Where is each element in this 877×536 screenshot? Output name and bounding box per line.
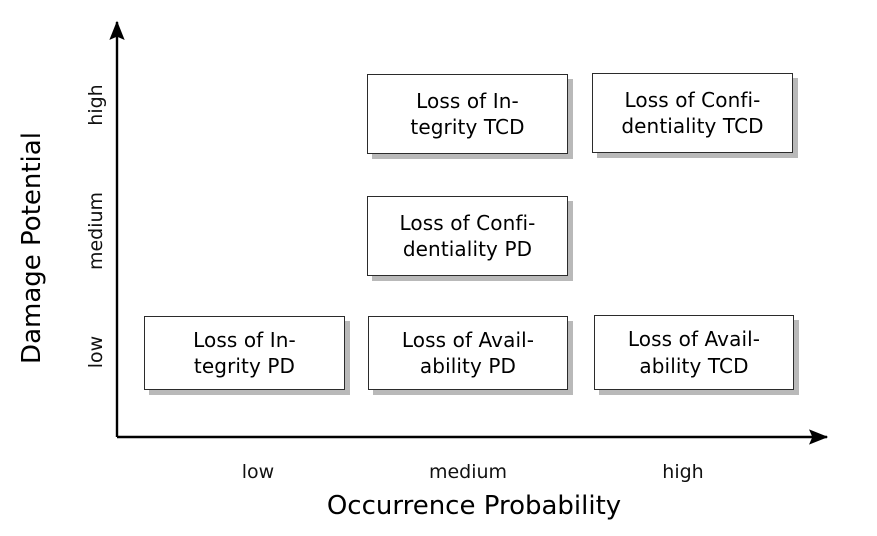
cell-label: Loss of Avail- ability TCD xyxy=(627,327,761,378)
cell-label: Loss of Confi- dentiality PD xyxy=(399,210,536,261)
x-axis-tick-medium: medium xyxy=(428,461,508,483)
cell-label: Loss of In- tegrity PD xyxy=(193,327,296,378)
cell-loss-of-integrity-pd[interactable]: Loss of In- tegrity PD xyxy=(144,316,345,390)
cell-loss-of-availability-tcd[interactable]: Loss of Avail- ability TCD xyxy=(594,315,794,390)
y-axis-tick-high: high xyxy=(85,84,107,126)
cell-loss-of-confidentiality-tcd[interactable]: Loss of Confi- dentiality TCD xyxy=(592,73,793,153)
cell-loss-of-confidentiality-pd[interactable]: Loss of Confi- dentiality PD xyxy=(367,196,568,276)
cell-label: Loss of In- tegrity TCD xyxy=(410,88,525,139)
x-axis-title: Occurrence Probability xyxy=(326,491,622,521)
x-axis-tick-low: low xyxy=(241,461,275,483)
cell-loss-of-availability-pd[interactable]: Loss of Avail- ability PD xyxy=(368,316,568,390)
cell-label: Loss of Avail- ability PD xyxy=(401,327,535,378)
cell-loss-of-integrity-tcd[interactable]: Loss of In- tegrity TCD xyxy=(367,74,568,154)
y-axis-tick-low: low xyxy=(85,335,107,369)
y-axis-tick-medium: medium xyxy=(85,191,107,271)
cell-label: Loss of Confi- dentiality TCD xyxy=(621,87,764,138)
x-axis-tick-high: high xyxy=(662,461,704,483)
y-axis-title: Damage Potential xyxy=(17,132,47,364)
